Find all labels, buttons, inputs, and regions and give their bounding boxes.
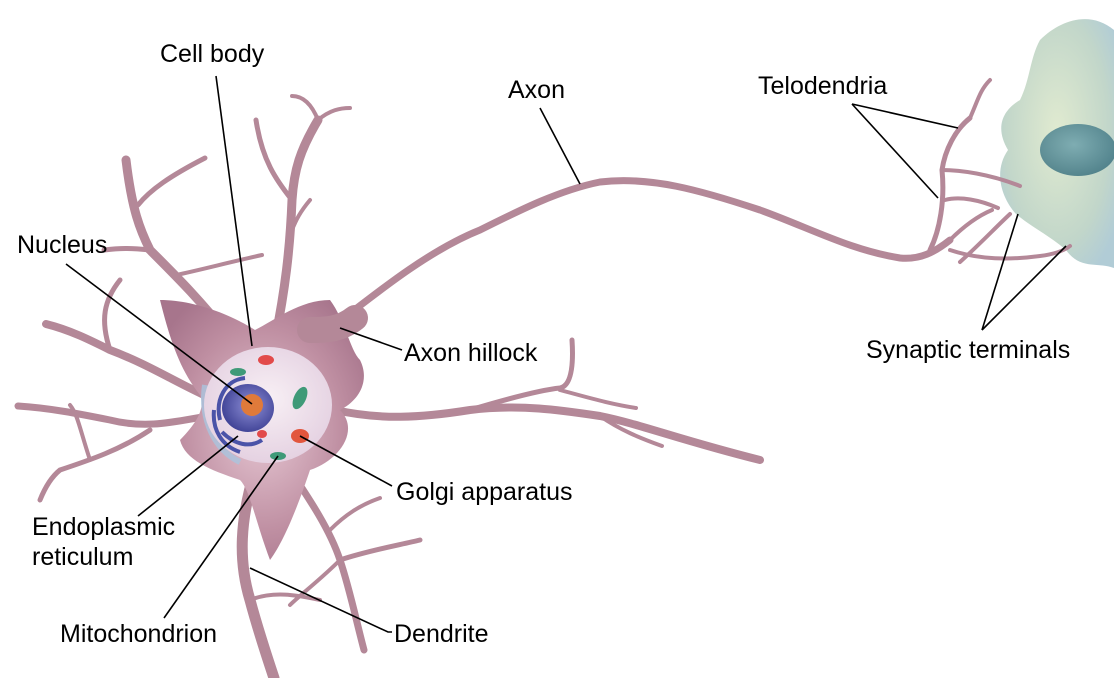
telodendria-branch (943, 196, 1000, 210)
dendrite-branch (598, 414, 664, 448)
telodendria-branch (927, 115, 973, 253)
leader-axon (539, 107, 581, 185)
dendrite-branch (337, 537, 423, 563)
dendrite-branch (288, 558, 342, 607)
dendrite-branch (290, 94, 320, 122)
leader-nucleus (65, 263, 253, 405)
dendrite-branch (135, 155, 208, 208)
dendrite-branch (316, 106, 352, 122)
label-er-line2: reticulum (32, 543, 134, 571)
telodendria-branch (948, 208, 994, 242)
label-er-line1: Endoplasmic (32, 513, 176, 541)
axon (297, 78, 1072, 343)
label-golgi-apparatus: Golgi apparatus (396, 478, 573, 506)
axon-fiber (331, 177, 954, 329)
dendrite-branch (248, 592, 322, 602)
dendrite-branch (290, 198, 312, 232)
label-axon-hillock: Axon hillock (404, 339, 538, 367)
dendrite-branch (102, 277, 123, 353)
cell-body (160, 300, 364, 560)
axon-hillock-shape (297, 305, 368, 343)
dendrite-branch (331, 403, 764, 464)
mitochondrion (292, 386, 308, 410)
leader-telodendria-b (851, 103, 939, 199)
dendrite-branch (101, 246, 153, 253)
target-cell (1000, 19, 1114, 269)
label-endoplasmic-reticulum: Endoplasmic reticulum (32, 512, 175, 572)
dendrites (14, 94, 764, 678)
endoplasmic-reticulum (211, 376, 264, 454)
dendrite-branch (328, 496, 382, 532)
leader-axon-hillock (339, 327, 403, 351)
soma-edge-highlight (201, 384, 242, 465)
label-mitochondrion: Mitochondrion (60, 620, 218, 648)
dendrite-branch (68, 403, 92, 462)
leader-cell-body (215, 75, 253, 347)
leader-synaptic-b (981, 245, 1067, 331)
label-cell-body: Cell body (160, 40, 265, 68)
leader-golgi (299, 435, 393, 487)
dendrite-branch (14, 402, 219, 428)
label-axon: Axon (508, 76, 565, 104)
label-telodendria: Telodendria (758, 72, 888, 100)
leader-telodendria-a (851, 103, 959, 129)
telodendria-branch (940, 168, 1022, 188)
leader-lines (65, 75, 1067, 633)
dendrite-branch (37, 427, 153, 503)
telodendria-branch (948, 244, 1072, 261)
label-nucleus: Nucleus (17, 231, 108, 259)
dendrite-branch (558, 388, 638, 410)
target-cell-nucleus (1040, 124, 1114, 176)
vesicle (257, 430, 267, 438)
telodendria-branch (968, 78, 992, 120)
vesicle (258, 355, 274, 365)
dendrite-branch (174, 253, 264, 277)
dendrite-branch (253, 117, 295, 203)
telodendria-branch (958, 212, 1012, 264)
leader-synaptic-a (981, 213, 1019, 331)
mitochondrion (230, 368, 246, 376)
dendrite-branch (286, 466, 368, 654)
label-dendrite: Dendrite (394, 620, 489, 648)
leader-er (137, 435, 239, 517)
label-synaptic-terminals: Synaptic terminals (866, 336, 1071, 364)
leader-mitochondrion (163, 455, 279, 619)
leader-dendrite (249, 567, 392, 633)
